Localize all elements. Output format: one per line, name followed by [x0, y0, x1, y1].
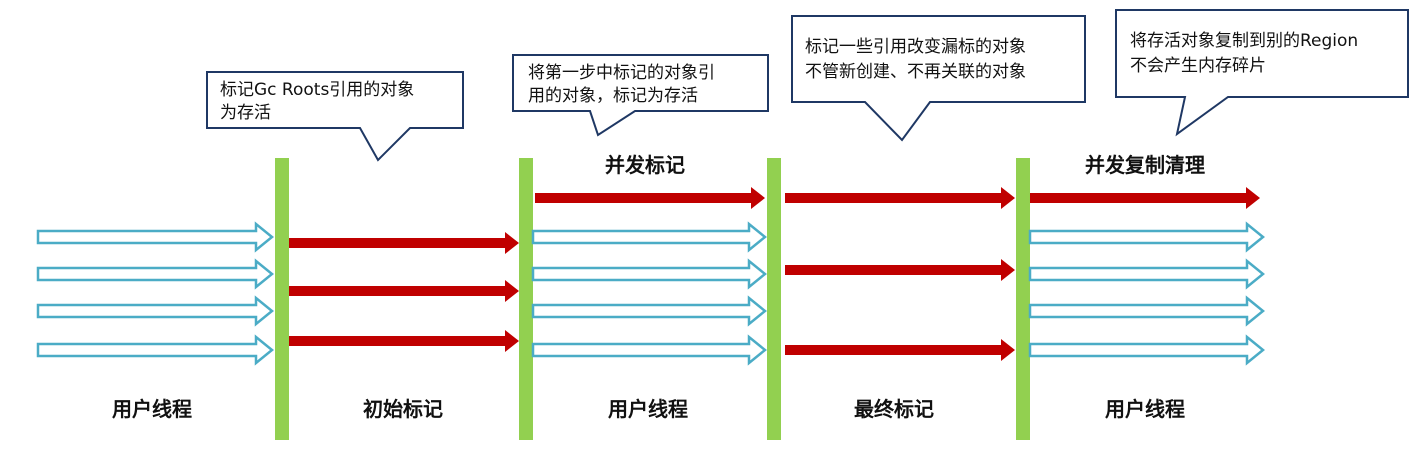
callout-text-line-2: 不管新创建、不再关联的对象: [805, 62, 1026, 82]
threads-concurrent-mark: [531, 187, 767, 366]
user-thread-arrow: [1028, 295, 1265, 327]
callout-text-line-2: 为存活: [220, 103, 271, 123]
phase-label-user-thread-2: 用户线程: [608, 397, 688, 421]
user-thread-arrow: [36, 295, 274, 327]
barrier-2: [519, 158, 533, 440]
user-thread-arrow: [531, 295, 767, 327]
phase-label-final-mark: 最终标记: [854, 397, 934, 421]
gc-thread-arrow: [289, 330, 519, 352]
user-threads-segment-1: [36, 221, 274, 366]
callout-bubble: [206, 71, 464, 162]
gc-thread-arrow: [1030, 187, 1260, 209]
user-thread-arrow: [531, 221, 767, 253]
phase-label-user-thread-1: 用户线程: [112, 397, 192, 421]
user-thread-arrow: [1028, 258, 1265, 290]
gc-thread-arrow: [535, 187, 765, 209]
user-thread-arrow: [36, 258, 274, 290]
barrier-4: [1016, 158, 1030, 440]
user-thread-arrow: [531, 334, 767, 366]
callout-text-line-1: 将存活对象复制到别的Region: [1130, 31, 1358, 51]
gc-thread-arrow: [289, 232, 519, 254]
top-label-concurrent-mark: 并发标记: [605, 153, 685, 177]
gc-thread-arrow: [785, 187, 1015, 209]
threads-concurrent-copy: [1028, 187, 1265, 366]
callout-concurrent-copy: 将存活对象复制到别的Region 不会产生内存碎片: [1115, 9, 1409, 137]
barrier-1: [275, 158, 289, 440]
callout-concurrent-mark: 将第一步中标记的对象引 用的对象，标记为存活: [512, 54, 769, 137]
callout-text-line-1: 标记一些引用改变漏标的对象: [805, 37, 1026, 57]
callout-final-mark: 标记一些引用改变漏标的对象 不管新创建、不再关联的对象: [791, 15, 1086, 142]
callout-bubble: [791, 15, 1086, 142]
user-thread-arrow: [1028, 221, 1265, 253]
top-label-concurrent-copy: 并发复制清理: [1085, 153, 1205, 177]
user-thread-arrow: [36, 334, 274, 366]
user-thread-arrow: [36, 221, 274, 253]
gc-thread-arrow: [289, 280, 519, 302]
callout-text-line-1: 将第一步中标记的对象引: [528, 63, 715, 83]
callout-text-line-2: 不会产生内存碎片: [1130, 56, 1266, 76]
gc-threads-initial-mark: [289, 232, 519, 352]
user-thread-arrow: [1028, 334, 1265, 366]
gc-threads-final-mark: [785, 187, 1015, 361]
gc-thread-arrow: [785, 339, 1015, 361]
callout-bubble: [1115, 9, 1409, 137]
callout-text-line-2: 用的对象，标记为存活: [528, 86, 698, 106]
barrier-3: [767, 158, 781, 440]
callout-bubble: [512, 54, 769, 137]
callout-initial-mark: 标记Gc Roots引用的对象 为存活: [206, 71, 464, 162]
callout-text-line-1: 标记Gc Roots引用的对象: [220, 80, 414, 100]
phase-label-user-thread-3: 用户线程: [1105, 397, 1185, 421]
user-thread-arrow: [531, 258, 767, 290]
gc-thread-arrow: [785, 259, 1015, 281]
phase-label-initial-mark: 初始标记: [363, 397, 443, 421]
